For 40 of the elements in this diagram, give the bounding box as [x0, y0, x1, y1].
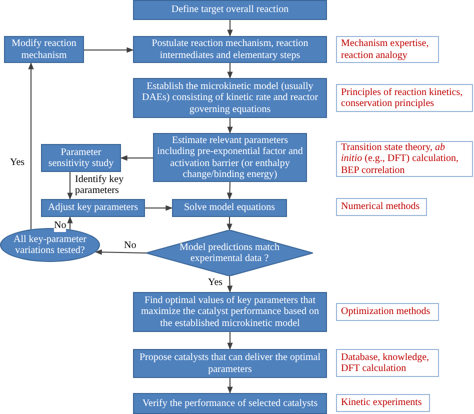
edge-label: Identify key parameters	[75, 175, 125, 196]
process-box: Find optimal values of key parameters that maximize the catalyst performance based on the established microkinetic model	[133, 292, 327, 332]
edge-label: Yes	[10, 158, 25, 168]
arrow	[227, 378, 233, 394]
arrow	[67, 172, 73, 200]
process-box: Solve model equations	[172, 199, 287, 217]
method-note: Mechanism expertise, reaction analogy	[336, 36, 439, 63]
method-note: Kinetic experiments	[336, 394, 430, 412]
method-note: Numerical methods	[336, 198, 427, 216]
process-box: Modify reaction mechanism	[4, 36, 84, 63]
process-box: Verify the performance of selected catalysts	[133, 393, 327, 414]
arrow	[67, 216, 73, 230]
arrow	[28, 62, 34, 230]
edge-label: No	[54, 221, 66, 232]
process-box: Estimate relevant parameters including pre-exponential factor and activation barrier (or enthalpy change/binding energy)	[153, 133, 307, 182]
edge-label: No	[124, 241, 136, 252]
arrow	[144, 205, 173, 211]
arrow	[227, 276, 233, 293]
decision-ellipse: All key-parameter variations tested?	[0, 228, 100, 262]
arrow	[120, 155, 154, 161]
arrow	[227, 62, 233, 79]
arrow	[94, 249, 146, 255]
method-note: Database, knowledge, DFT calculation	[336, 349, 439, 377]
edge-label: Yes	[208, 278, 223, 288]
method-note: Principles of reaction kinetics, conservation principles	[336, 84, 473, 112]
arrow	[227, 332, 233, 350]
arrow	[227, 118, 233, 134]
method-note: Transition state theory, ab initio (e.g., DFT) calculation, BEP correlation	[336, 141, 473, 177]
arrow	[227, 20, 233, 37]
arrow	[226, 216, 232, 231]
process-box: Define target overall reaction	[133, 0, 327, 20]
process-box: Propose catalysts that can deliver the optimal parameters	[133, 349, 327, 378]
decision-diamond: Model predictions match experimental data ?	[146, 230, 313, 276]
process-box: Parameter sensitivity study	[41, 144, 121, 172]
process-box: Establish the microkinetic model (usually DAEs) consisting of kinetic rate and reactor governing equations	[133, 78, 327, 118]
process-box: Postulate reaction mechanism, reaction intermediates and elementary steps	[133, 36, 327, 63]
arrow	[84, 47, 134, 53]
arrow	[226, 182, 232, 200]
method-note: Optimization methods	[336, 303, 439, 321]
process-box: Adjust key parameters	[41, 199, 145, 217]
